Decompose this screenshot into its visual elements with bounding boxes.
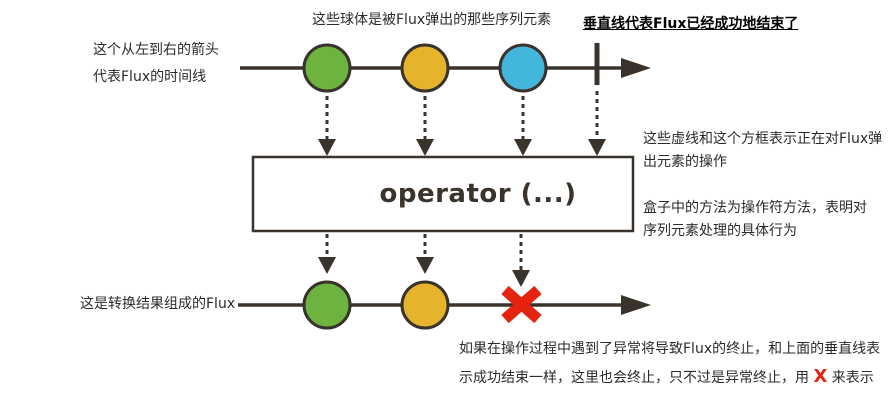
- annotation-text: 来表示: [827, 370, 874, 386]
- error-x-symbol: X: [813, 366, 828, 387]
- dashed-lines-annotation: 这些虚线和这个方框表示正在对Flux弹 出元素的操作: [643, 128, 882, 174]
- down-arrowhead-icon: [512, 270, 530, 287]
- down-arrowhead-icon: [318, 257, 336, 274]
- annotation-line: 如果在操作过程中遇到了异常将导致Flux的终止，和上面的垂直线表: [459, 341, 881, 357]
- source-item-circle-blue: [498, 43, 548, 93]
- result-item-circle-green: [302, 280, 352, 330]
- source-timeline-annotation: 这个从左到右的箭头 代表Flux的时间线: [93, 37, 219, 91]
- down-arrowhead-icon: [514, 139, 532, 156]
- dashed-lines-out-of-box: [325, 234, 523, 271]
- error-termination-annotation: 如果在操作过程中遇到了异常将导致Flux的终止，和上面的垂直线表 示成功结束一样…: [459, 336, 880, 392]
- annotation-text: 示成功结束一样，这里也会终止，只不过是异常终止，用: [459, 370, 814, 386]
- operator-box: [251, 155, 635, 233]
- complete-bar-annotation: 垂直线代表Flux已经成功地结束了: [583, 16, 799, 32]
- down-arrowhead-icon: [416, 257, 434, 274]
- operator-method-annotation: 盒子中的方法为操作符方法，表明对 序列元素处理的具体行为: [643, 197, 867, 243]
- result-item-circle-yellow: [400, 280, 450, 330]
- dashed-arrowheads-into-box: [318, 139, 606, 156]
- annotation-line: 这个从左到右的箭头: [93, 42, 219, 58]
- operator-box-label: operator (...): [379, 179, 577, 209]
- annotation-line: 序列元素处理的具体行为: [643, 223, 797, 239]
- source-item-circle-yellow: [400, 43, 450, 93]
- annotation-line: 出元素的操作: [643, 154, 727, 170]
- dashed-arrowheads-out-of-box: [318, 257, 530, 287]
- dashed-lines-into-box: [325, 91, 599, 140]
- down-arrowhead-icon: [318, 139, 336, 156]
- result-timeline-arrowhead-icon: [621, 295, 651, 315]
- annotation-line: 代表Flux的时间线: [93, 69, 207, 85]
- source-item-circle-green: [302, 43, 352, 93]
- result-timeline-annotation: 这是转换结果组成的Flux: [80, 296, 236, 312]
- down-arrowhead-icon: [588, 139, 606, 156]
- error-x-stroke: [501, 285, 542, 324]
- emitted-items-annotation: 这些球体是被Flux弹出的那些序列元素: [312, 12, 552, 28]
- annotation-line: 示成功结束一样，这里也会终止，只不过是异常终止，用 X 来表示: [459, 363, 880, 392]
- annotation-line: 盒子中的方法为操作符方法，表明对: [643, 200, 867, 216]
- error-x-icon: [501, 285, 542, 324]
- source-timeline-arrowhead-icon: [621, 58, 651, 78]
- down-arrowhead-icon: [416, 139, 434, 156]
- annotation-line: 这些虚线和这个方框表示正在对Flux弹: [643, 131, 883, 147]
